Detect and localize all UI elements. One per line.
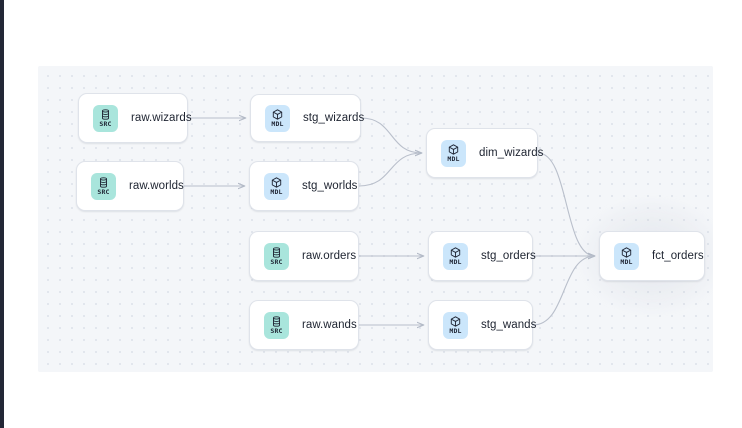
graph-node-raw_worlds[interactable]: SRC raw.worlds [76, 161, 184, 211]
database-icon [271, 247, 282, 258]
src-badge: SRC [91, 172, 116, 200]
cube-icon [271, 177, 282, 188]
mdl-badge: MDL [443, 242, 468, 270]
node-label: raw.wizards [131, 112, 192, 124]
mdl-badge: MDL [441, 139, 466, 167]
graph-node-stg_orders[interactable]: MDL stg_orders [428, 231, 536, 281]
mdl-badge: MDL [614, 242, 639, 270]
graph-node-stg_wands[interactable]: MDL stg_wands [428, 300, 537, 350]
node-label: stg_wands [481, 319, 537, 331]
cube-icon [272, 109, 283, 120]
graph-node-stg_worlds[interactable]: MDL stg_worlds [249, 161, 359, 211]
src-badge: SRC [264, 311, 289, 339]
node-kind-tag: MDL [449, 257, 462, 266]
database-icon [98, 177, 109, 188]
mdl-badge: MDL [443, 311, 468, 339]
node-kind-tag: MDL [447, 154, 460, 163]
src-badge: SRC [264, 242, 289, 270]
cube-icon [448, 144, 459, 155]
graph-node-dim_wizards[interactable]: MDL dim_wizards [426, 128, 543, 178]
node-kind-tag: SRC [97, 187, 110, 196]
database-icon [100, 109, 111, 120]
graph-edge-stg_wizards-to-dim_wizards [360, 117, 422, 153]
node-kind-tag: SRC [270, 257, 283, 266]
graph-node-raw_orders[interactable]: SRC raw.orders [249, 231, 359, 281]
cube-icon [621, 247, 632, 258]
graph-node-raw_wizards[interactable]: SRC raw.wizards [78, 93, 192, 143]
node-label: stg_worlds [302, 180, 358, 192]
node-label: stg_wizards [303, 112, 365, 124]
graph-node-raw_wands[interactable]: SRC raw.wands [249, 300, 359, 350]
node-label: raw.wands [302, 319, 357, 331]
left-accent-rail [0, 0, 4, 428]
node-kind-tag: MDL [620, 257, 633, 266]
node-label: stg_orders [481, 250, 536, 262]
src-badge: SRC [93, 104, 118, 132]
node-kind-tag: MDL [270, 187, 283, 196]
node-label: raw.worlds [129, 180, 184, 192]
node-label: raw.orders [302, 250, 357, 262]
graph-node-stg_wizards[interactable]: MDL stg_wizards [250, 94, 365, 142]
node-label: dim_wizards [479, 147, 544, 159]
node-kind-tag: MDL [271, 119, 284, 128]
mdl-badge: MDL [265, 104, 290, 132]
mdl-badge: MDL [264, 172, 289, 200]
cube-icon [450, 316, 461, 327]
cube-icon [450, 247, 461, 258]
node-kind-tag: SRC [99, 119, 112, 128]
graph-edge-stg_worlds-to-dim_wizards [358, 153, 422, 187]
node-kind-tag: SRC [270, 326, 283, 335]
node-label: fct_orders [652, 250, 704, 262]
graph-node-fct_orders[interactable]: MDL fct_orders [599, 231, 705, 281]
database-icon [271, 316, 282, 327]
node-kind-tag: MDL [449, 326, 462, 335]
